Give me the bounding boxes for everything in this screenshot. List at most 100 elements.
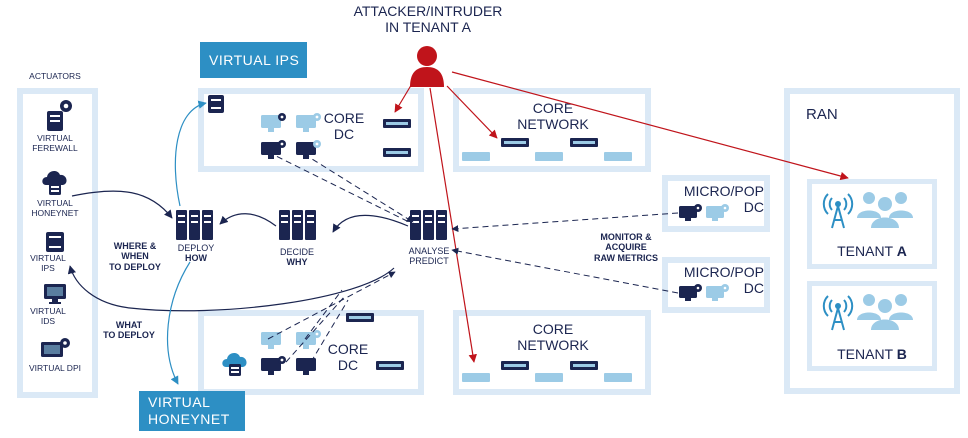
core-dc-top-ips-server-icon bbox=[208, 95, 224, 113]
virtual-dpi-actuator-label: VIRTUAL DPI bbox=[29, 363, 81, 373]
core-network-top-label-2: NETWORK bbox=[517, 116, 589, 133]
tenant-a-label-word: TENANT bbox=[837, 243, 893, 259]
virtual-ids-monitor-icon bbox=[44, 284, 66, 304]
tenant-b-label-letter: B bbox=[896, 346, 907, 362]
core-dc-bottom-monitor-light-icon bbox=[261, 332, 281, 349]
tenant-b-label: TENANT B bbox=[812, 346, 932, 362]
core-network-bottom-switch-dark-icon bbox=[501, 361, 529, 370]
deploy-server-icon bbox=[176, 210, 213, 240]
deploy-label-1: DEPLOY bbox=[177, 243, 215, 253]
virtual-firewall-label-1: VIRTUAL bbox=[37, 133, 73, 143]
virtual-honeynet-banner: VIRTUAL HONEYNET bbox=[139, 391, 245, 431]
core-dc-bottom-monitor-dark-icon bbox=[261, 356, 286, 375]
tenant-a-label-letter: A bbox=[896, 243, 907, 259]
core-dc-top-label: CORE DC bbox=[318, 110, 370, 142]
tenant-b-label-word: TENANT bbox=[837, 346, 893, 362]
flow-analyse-to-ips bbox=[67, 265, 395, 312]
attacker-label: ATTACKER/INTRUDER IN TENANT A bbox=[352, 3, 504, 35]
where-when-label-2: WHEN bbox=[121, 251, 149, 262]
core-dc-bottom-monitor-dark-2-icon bbox=[296, 358, 316, 375]
virtual-honeynet-actuator-label-1: VIRTUAL bbox=[37, 198, 73, 208]
core-dc-bottom-switch-2-icon bbox=[376, 361, 404, 370]
core-dc-bottom-label-1: CORE bbox=[327, 341, 369, 357]
where-when-label: WHERE & WHEN TO DEPLOY bbox=[104, 241, 166, 272]
tenant-a-people-icon bbox=[857, 192, 913, 228]
core-network-bottom-switch-light-2-icon bbox=[535, 373, 563, 382]
micro-pop-top-monitor-light-icon bbox=[706, 204, 729, 221]
micro-pop-bottom-monitor-light-icon bbox=[706, 284, 729, 301]
monitor-label-3: RAW METRICS bbox=[594, 252, 658, 263]
where-when-label-3: TO DEPLOY bbox=[109, 261, 161, 272]
virtual-honeynet-cloud-icon bbox=[42, 171, 67, 195]
what-label-1: WHAT bbox=[115, 320, 143, 330]
what-label: WHAT TO DEPLOY bbox=[98, 320, 160, 341]
core-network-top-switch-light-2-icon bbox=[535, 152, 563, 161]
core-dc-bottom-honeynet-cloud-icon bbox=[222, 353, 247, 376]
attacker-label-line2: IN TENANT A bbox=[385, 19, 471, 36]
core-network-bottom-switch-light-3-icon bbox=[604, 373, 632, 382]
core-dc-top-monitor-light-2-icon bbox=[296, 113, 321, 132]
virtual-ips-actuator-label: VIRTUAL IPS bbox=[22, 253, 74, 274]
tenant-a-antenna-icon bbox=[822, 193, 854, 229]
flow-analyse-to-decide bbox=[332, 214, 409, 233]
core-network-top-label: CORE NETWORK bbox=[505, 100, 601, 132]
deploy-label-2: HOW bbox=[185, 253, 207, 264]
core-dc-bottom-monitor-light-2-icon bbox=[296, 330, 321, 349]
core-network-bottom-label-1: CORE bbox=[532, 321, 574, 337]
core-network-top-switch-dark-2-icon bbox=[570, 138, 598, 147]
micro-pop-bottom-label-1: MICRO/POP bbox=[683, 264, 764, 280]
virtual-dpi-monitor-icon bbox=[41, 338, 70, 357]
deploy-label: DEPLOY HOW bbox=[168, 243, 224, 264]
virtual-ips-label: VIRTUAL IPS bbox=[209, 52, 300, 68]
virtual-honeynet-label-2: HONEYNET bbox=[148, 411, 230, 427]
virtual-ips-banner: VIRTUAL IPS bbox=[200, 42, 307, 78]
monitor-label-2: ACQUIRE bbox=[605, 242, 647, 253]
tenant-b-antenna-icon bbox=[822, 295, 854, 331]
core-dc-top-label-1: CORE bbox=[323, 110, 365, 126]
analyse-label-2: PREDICT bbox=[409, 256, 449, 267]
micro-pop-bottom-monitor-dark-icon bbox=[679, 284, 702, 301]
attacker-label-line1: ATTACKER/INTRUDER bbox=[353, 3, 503, 19]
virtual-honeynet-actuator-label: VIRTUAL HONEYNET bbox=[22, 198, 88, 219]
core-network-bottom-label: CORE NETWORK bbox=[505, 321, 601, 353]
micro-pop-top-label-2: DC bbox=[743, 199, 764, 216]
core-network-bottom-label-2: NETWORK bbox=[517, 337, 589, 354]
core-dc-top-monitor-dark-icon bbox=[261, 140, 286, 159]
virtual-ids-actuator-label-1: VIRTUAL bbox=[30, 306, 66, 316]
flow-decide-to-deploy bbox=[219, 213, 277, 227]
monitor-label: MONITOR & ACQUIRE RAW METRICS bbox=[588, 232, 664, 263]
ran-title: RAN bbox=[806, 106, 838, 123]
virtual-honeynet-label-1: VIRTUAL bbox=[148, 394, 211, 411]
attacker-person-icon bbox=[410, 46, 444, 87]
micro-pop-top-monitor-dark-icon bbox=[679, 204, 702, 221]
virtual-ips-actuator-label-1: VIRTUAL bbox=[30, 253, 66, 263]
core-network-top-switch-light-icon bbox=[462, 152, 490, 161]
core-dc-top-switch-2-icon bbox=[383, 148, 411, 157]
virtual-ids-actuator-label-2: IDS bbox=[40, 315, 56, 326]
core-dc-top-switch-icon bbox=[383, 119, 411, 128]
virtual-firewall-label: VIRTUAL FEREWALL bbox=[22, 133, 88, 154]
core-network-bottom-switch-light-icon bbox=[462, 373, 490, 382]
micro-pop-top-label-1: MICRO/POP bbox=[683, 183, 764, 199]
core-dc-bottom-switch-icon bbox=[346, 313, 374, 322]
micro-pop-bottom-label: MICRO/POP DC bbox=[676, 264, 764, 296]
tenant-b-people-icon bbox=[857, 294, 913, 330]
where-when-label-1: WHERE & bbox=[113, 241, 157, 251]
decide-label-2: WHY bbox=[286, 257, 308, 268]
virtual-ips-actuator-label-2: IPS bbox=[41, 262, 55, 273]
micro-pop-top-label: MICRO/POP DC bbox=[676, 183, 764, 215]
analyse-label: ANALYSE PREDICT bbox=[398, 246, 460, 267]
core-dc-top-monitor-light-icon bbox=[261, 113, 286, 132]
virtual-firewall-label-2: FEREWALL bbox=[32, 142, 78, 153]
decide-label-1: DECIDE bbox=[279, 247, 314, 257]
virtual-honeynet-actuator-label-2: HONEYNET bbox=[31, 207, 79, 218]
deploy-to-virtual-honeynet bbox=[166, 261, 191, 385]
core-network-top-switch-dark-icon bbox=[501, 138, 529, 147]
what-label-2: TO DEPLOY bbox=[103, 330, 155, 341]
core-network-top-switch-light-3-icon bbox=[604, 152, 632, 161]
decide-label: DECIDE WHY bbox=[269, 247, 325, 268]
core-network-bottom-switch-dark-2-icon bbox=[570, 361, 598, 370]
micro-pop-bottom-label-2: DC bbox=[743, 280, 764, 297]
virtual-ids-actuator-label: VIRTUAL IDS bbox=[22, 306, 74, 327]
monitor-label-1: MONITOR & bbox=[600, 232, 652, 242]
